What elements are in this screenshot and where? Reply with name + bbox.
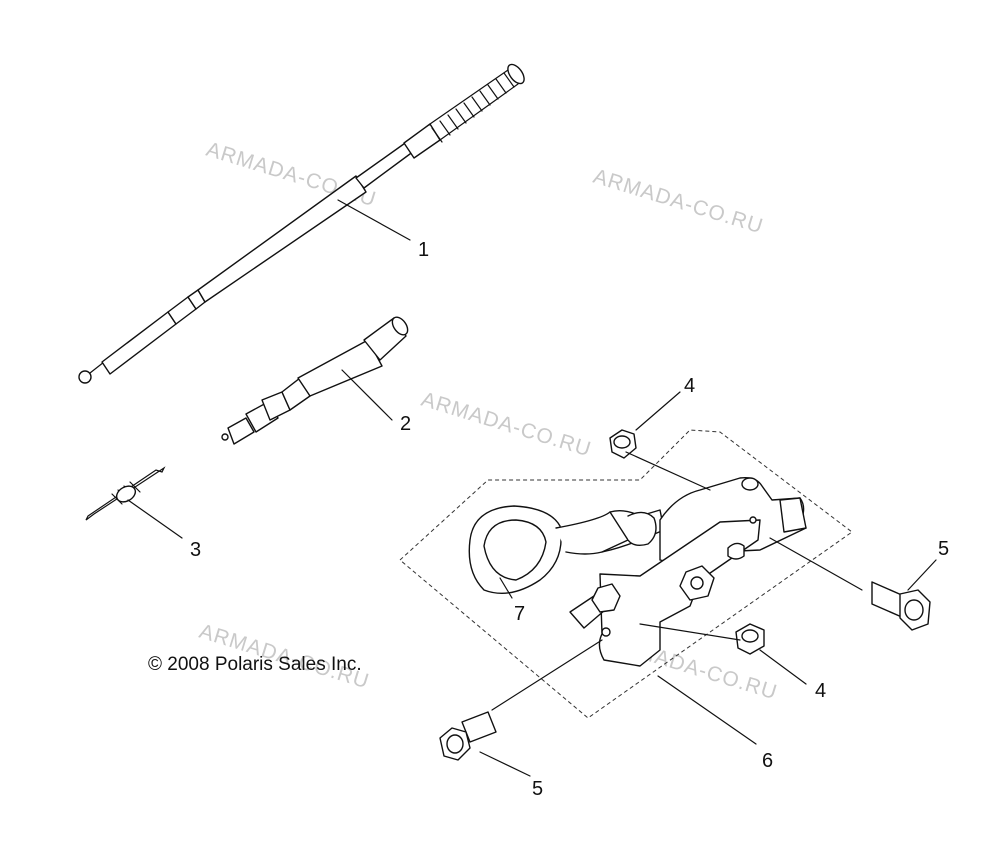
watermark-2: ARMADA-CO.RU: [591, 165, 767, 239]
part-4-nut-top: [609, 429, 637, 459]
part-1-cable: [78, 63, 525, 384]
callout-4-top: 4: [684, 375, 695, 397]
callout-5-left: 5: [532, 778, 543, 800]
part-5-bolt-left: [439, 711, 497, 761]
leader-lines: [127, 199, 937, 777]
callout-1: 1: [418, 239, 429, 261]
part-7-handle: [468, 505, 665, 594]
part-3-spring: [85, 466, 166, 521]
callout-3: 3: [190, 539, 201, 561]
callout-2: 2: [400, 413, 411, 435]
cable-spring: [431, 72, 515, 143]
part-4-nut-bottom: [735, 623, 765, 655]
assembly-outline: [399, 429, 853, 719]
part-2-adjuster: [221, 316, 409, 445]
watermarks: ARMADA-CO.RU ARMADA-CO.RU ARMADA-CO.RU A…: [197, 138, 781, 705]
callout-6: 6: [762, 750, 773, 772]
callout-7: 7: [514, 603, 525, 625]
callout-4-bottom: 4: [815, 680, 826, 702]
part-5-bolt-right: [871, 581, 931, 631]
copyright-text: © 2008 Polaris Sales Inc.: [148, 654, 362, 675]
watermark-3: ARMADA-CO.RU: [419, 388, 595, 462]
callouts: 1 2 3 4 4 5 5 6 7: [190, 239, 949, 800]
part-6-bracket: [569, 476, 807, 667]
callout-5-right: 5: [938, 538, 949, 560]
